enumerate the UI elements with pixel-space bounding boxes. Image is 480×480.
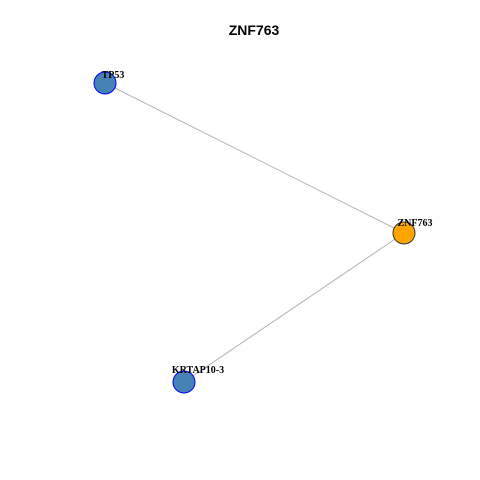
node-znf763-label: ZNF763	[398, 218, 433, 229]
graph-title: ZNF763	[229, 22, 280, 38]
node-tp53-circle	[93, 71, 117, 95]
node-tp53-label: TP53	[102, 70, 125, 81]
node-znf763[interactable]: ZNF763	[392, 218, 433, 245]
node-krtap10-3-circle	[172, 370, 196, 394]
node-krtap10-3[interactable]: KRTAP10-3	[172, 365, 224, 394]
edge-tp53-znf763	[104, 82, 405, 234]
node-znf763-circle	[392, 221, 416, 245]
node-krtap10-3-label: KRTAP10-3	[172, 365, 224, 376]
node-tp53[interactable]: TP53	[93, 70, 125, 95]
edge-krtap10-3-znf763	[183, 232, 405, 383]
edges-layer	[104, 82, 405, 383]
